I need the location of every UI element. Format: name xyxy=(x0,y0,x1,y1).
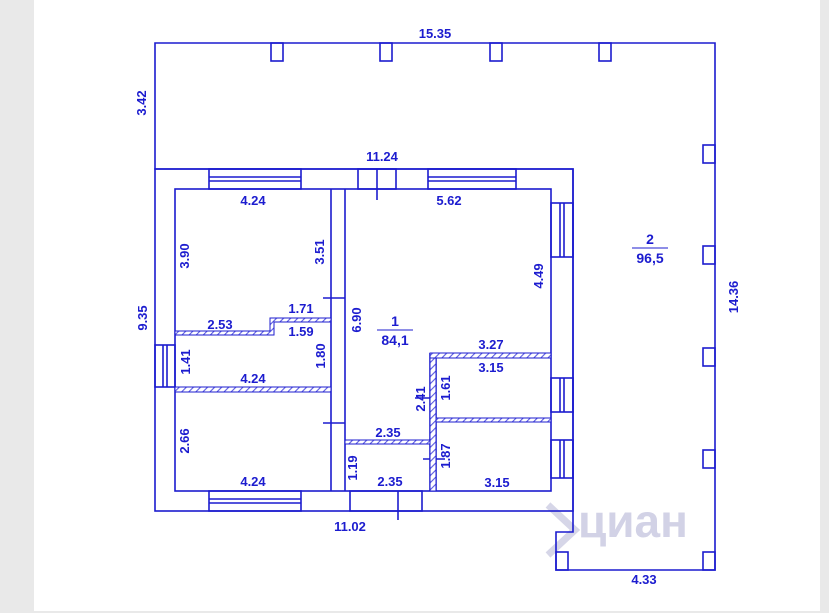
dimensions: 15.35 3.42 14.36 4.33 11.24 11.02 9.35 4… xyxy=(134,26,741,587)
dim-closet-height: 1.41 xyxy=(178,349,193,374)
dim-bath-height: 1.61 xyxy=(438,375,453,400)
dim-terrace-bottom: 4.33 xyxy=(631,572,656,587)
partition-left xyxy=(330,189,346,491)
dim-corridor-length: 6.90 xyxy=(349,307,364,332)
terrace-top-markers xyxy=(270,42,612,62)
dim-room-br-width: 3.15 xyxy=(484,475,509,490)
dim-room-2-53: 2.53 xyxy=(207,317,232,332)
dim-house-bottom: 11.02 xyxy=(334,519,366,534)
room-1-area: 84,1 xyxy=(381,332,408,348)
dim-hall-right: 4.49 xyxy=(531,263,546,288)
room-1-label: 1 84,1 xyxy=(377,313,413,348)
dim-step-small: 1.71 xyxy=(288,301,313,316)
dim-house-top: 11.24 xyxy=(366,149,399,164)
dim-wc-width-top: 2.35 xyxy=(375,425,400,440)
dim-wc-height: 1.19 xyxy=(345,455,360,480)
dim-room-bl-width: 4.24 xyxy=(240,474,266,489)
room-2-number: 2 xyxy=(646,231,654,247)
cian-logo-icon xyxy=(545,502,581,558)
dim-corridor-side: 1.80 xyxy=(313,343,328,368)
watermark-text: циан xyxy=(578,495,688,547)
dim-bath-inner: 3.15 xyxy=(478,360,503,375)
dim-terrace-top: 15.35 xyxy=(419,26,452,41)
room-1-number: 1 xyxy=(391,313,399,329)
dim-partition-height: 3.51 xyxy=(312,239,327,264)
dim-wc-width-bottom: 2.35 xyxy=(377,474,402,489)
dim-terrace-right: 14.36 xyxy=(726,281,741,314)
dim-room-mid-width: 4.24 xyxy=(240,371,266,386)
room-2-label: 2 96,5 xyxy=(632,231,668,266)
terrace-right-markers xyxy=(555,144,716,571)
dim-bath-side: 2.41 xyxy=(413,386,428,411)
dim-bath-top: 3.27 xyxy=(478,337,503,352)
dim-hall-width: 5.62 xyxy=(436,193,461,208)
house-outer-wall xyxy=(154,168,574,512)
dim-room-tl-height: 3.90 xyxy=(177,243,192,268)
dim-room-tl-width: 4.24 xyxy=(240,193,266,208)
plan-sheet xyxy=(34,0,820,611)
windows xyxy=(154,168,574,512)
dim-room-br-height: 1.87 xyxy=(438,443,453,468)
watermark: циан xyxy=(545,495,688,558)
hatched-partitions xyxy=(174,317,552,492)
dim-house-left: 9.35 xyxy=(135,305,150,330)
dim-terrace-left: 3.42 xyxy=(134,90,149,115)
dim-room-bl-height: 2.66 xyxy=(177,428,192,453)
dim-room-1-59: 1.59 xyxy=(288,324,313,339)
doors xyxy=(323,168,445,520)
room-2-area: 96,5 xyxy=(636,250,663,266)
